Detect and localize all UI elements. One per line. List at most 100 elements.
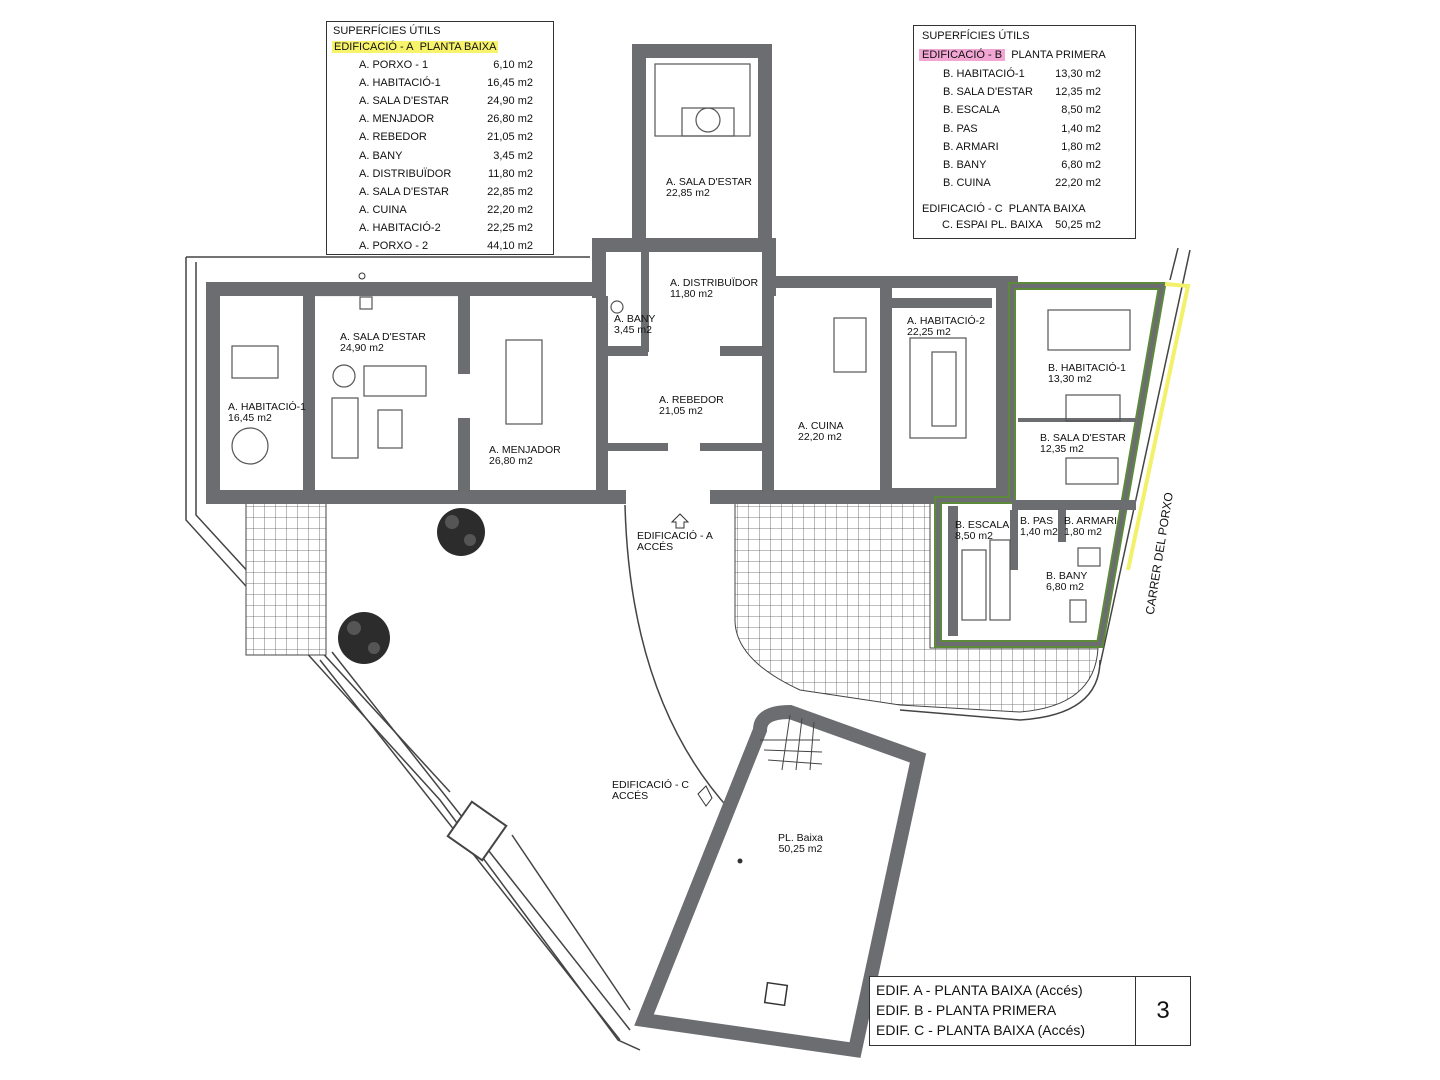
room-area: 1,80 m2 [1064,526,1102,538]
room-name: B. PAS [1020,515,1054,527]
tree-icon [338,612,390,664]
side-passage [319,651,631,1041]
table-row-area: 16,45 m2 [487,77,533,90]
table-row-name: B. SALA D'ESTAR [943,86,1033,99]
room-name: B. BANY [1046,570,1088,582]
table-row-name: A. BANY [359,149,403,162]
table-floor: PLANTA PRIMERA [1011,49,1106,61]
table-row-name: A. MENJADOR [359,113,435,126]
room-name: PL. Baixa [778,832,823,844]
title-block: EDIF. A - PLANTA BAIXA (Accés) EDIF. B -… [869,976,1191,1046]
room-name: A. HABITACIÓ-1 [228,401,306,413]
table-row-area: 3,45 m2 [493,149,533,162]
room-name: A. DISTRIBUÏDOR [670,277,759,289]
room-area: 16,45 m2 [228,412,272,424]
table-row-area: 22,20 m2 [487,203,533,216]
room-b-escala: B. ESCALA 8,50 m2 [955,520,1009,542]
room-a-distribuidor: A. DISTRIBUÏDOR 11,80 m2 [670,278,758,300]
survey-point [358,272,366,280]
room-name: B. ARMARI [1064,515,1118,527]
table-building-c: EDIFICACIÓ - C [922,203,1003,215]
room-c-baixa: PL. Baixa 50,25 m2 [778,833,823,855]
furniture [231,63,1131,623]
room-name: A. MENJADOR [489,444,561,456]
access-a-line1: EDIFICACIÓ - A [637,530,713,542]
table-row-c-area: 50,25 m2 [1055,219,1101,231]
table-row-name: B. HABITACIÓ-1 [943,68,1025,80]
access-c-label: EDIFICACIÓ - C ACCÉS [612,780,689,802]
room-area: 21,05 m2 [659,405,703,417]
table-title: SUPERFÍCIES ÚTILS [333,25,441,37]
room-area: 26,80 m2 [489,455,533,467]
table-floor-c: PLANTA BAIXA [1008,203,1086,215]
legend-line-1: EDIF. A - PLANTA BAIXA (Accés) [876,982,1083,998]
table-building-c-label: EDIFICACIÓ - C PLANTA BAIXA [922,203,1086,215]
table-row-name: B. ESCALA [943,104,1000,117]
site-boundary [185,247,1191,1051]
room-a-sala: A. SALA D'ESTAR 24,90 m2 [340,332,426,354]
table-row-name: A. PORXO - 2 [359,240,429,252]
legend-line-3: EDIF. C - PLANTA BAIXA (Accés) [876,1022,1086,1038]
table-row-c-name: C. ESPAI PL. BAIXA [942,219,1043,231]
room-name: A. REBEDOR [659,394,724,406]
room-a-menjador: A. MENJADOR 26,80 m2 [489,445,561,467]
table-row-area: 6,80 m2 [1061,159,1101,171]
room-b-sala: B. SALA D'ESTAR 12,35 m2 [1040,433,1126,455]
room-area: 12,35 m2 [1040,443,1084,455]
room-b-bany: B. BANY 6,80 m2 [1046,571,1087,593]
table-row-name: A. SALA D'ESTAR [359,95,449,108]
table-row-name: A. SALA D'ESTAR [359,185,449,198]
room-area: 8,50 m2 [955,530,993,542]
table-building-label: EDIFICACIÓ - A PLANTA BAIXA [332,41,499,53]
table-row-name: A. PORXO - 1 [359,59,429,71]
table-row-name: A. HABITACIÓ-1 [359,77,441,90]
table-row-area: 6,10 m2 [493,59,533,71]
room-a-habitacio2: A. HABITACIÓ-2 22,25 m2 [907,316,985,338]
legend-line-2: EDIF. B - PLANTA PRIMERA [876,1002,1057,1018]
room-area: 24,90 m2 [340,342,384,354]
room-b-pas: B. PAS 1,40 m2 [1020,516,1058,538]
building-b-walls [934,282,1191,648]
table-row-area: 21,05 m2 [487,131,533,144]
table-row-area: 22,85 m2 [487,185,533,198]
table-row-area: 22,25 m2 [487,221,533,234]
table-row-area: 24,90 m2 [487,95,533,108]
surfaces-table-b: SUPERFÍCIES ÚTILS EDIFICACIÓ - B PLANTA … [913,25,1136,239]
room-area: 22,85 m2 [666,187,710,199]
table-row-name: B. PAS [943,122,978,135]
room-name: B. ESCALA [955,519,1010,531]
table-row-name: A. REBEDOR [359,131,427,144]
access-a-line2: ACCÉS [637,541,674,553]
room-area: 22,25 m2 [907,326,951,338]
room-name: A. CUINA [798,420,844,432]
terrace-right [734,499,1099,713]
table-title: SUPERFÍCIES ÚTILS [922,30,1030,42]
table-row-area: 1,40 m2 [1061,122,1101,135]
room-area: 11,80 m2 [670,288,713,300]
room-b-armari: B. ARMARI 1,80 m2 [1064,516,1117,538]
table-floor: PLANTA BAIXA [419,41,497,53]
table-row-name: A. HABITACIÓ-2 [359,221,441,234]
building-a-walls [206,44,1018,504]
access-c-line2: ACCÉS [612,790,649,802]
room-area: 13,30 m2 [1048,373,1092,385]
table-row-area: 12,35 m2 [1055,86,1101,99]
tree-icon [437,508,485,556]
table-row-area: 22,20 m2 [1055,177,1101,190]
room-a-cuina: A. CUINA 22,20 m2 [798,421,844,443]
room-area: 6,80 m2 [1046,581,1084,593]
room-name: B. HABITACIÓ-1 [1048,362,1126,374]
room-area: 1,40 m2 [1020,526,1058,538]
table-row-area: 1,80 m2 [1061,140,1101,153]
table-row-name: B. BANY [943,159,987,171]
access-arrow-icon [670,513,690,529]
room-a-bany: A. BANY 3,45 m2 [614,314,655,336]
access-c-line1: EDIFICACIÓ - C [612,779,690,791]
room-name: A. HABITACIÓ-2 [907,315,985,327]
table-row-area: 44,10 m2 [487,240,533,252]
room-area: 22,20 m2 [798,431,842,443]
room-b-habitacio1: B. HABITACIÓ-1 13,30 m2 [1048,363,1126,385]
room-a-rebedor: A. REBEDOR 21,05 m2 [659,395,724,417]
access-a-label: EDIFICACIÓ - A ACCÉS [637,531,713,553]
